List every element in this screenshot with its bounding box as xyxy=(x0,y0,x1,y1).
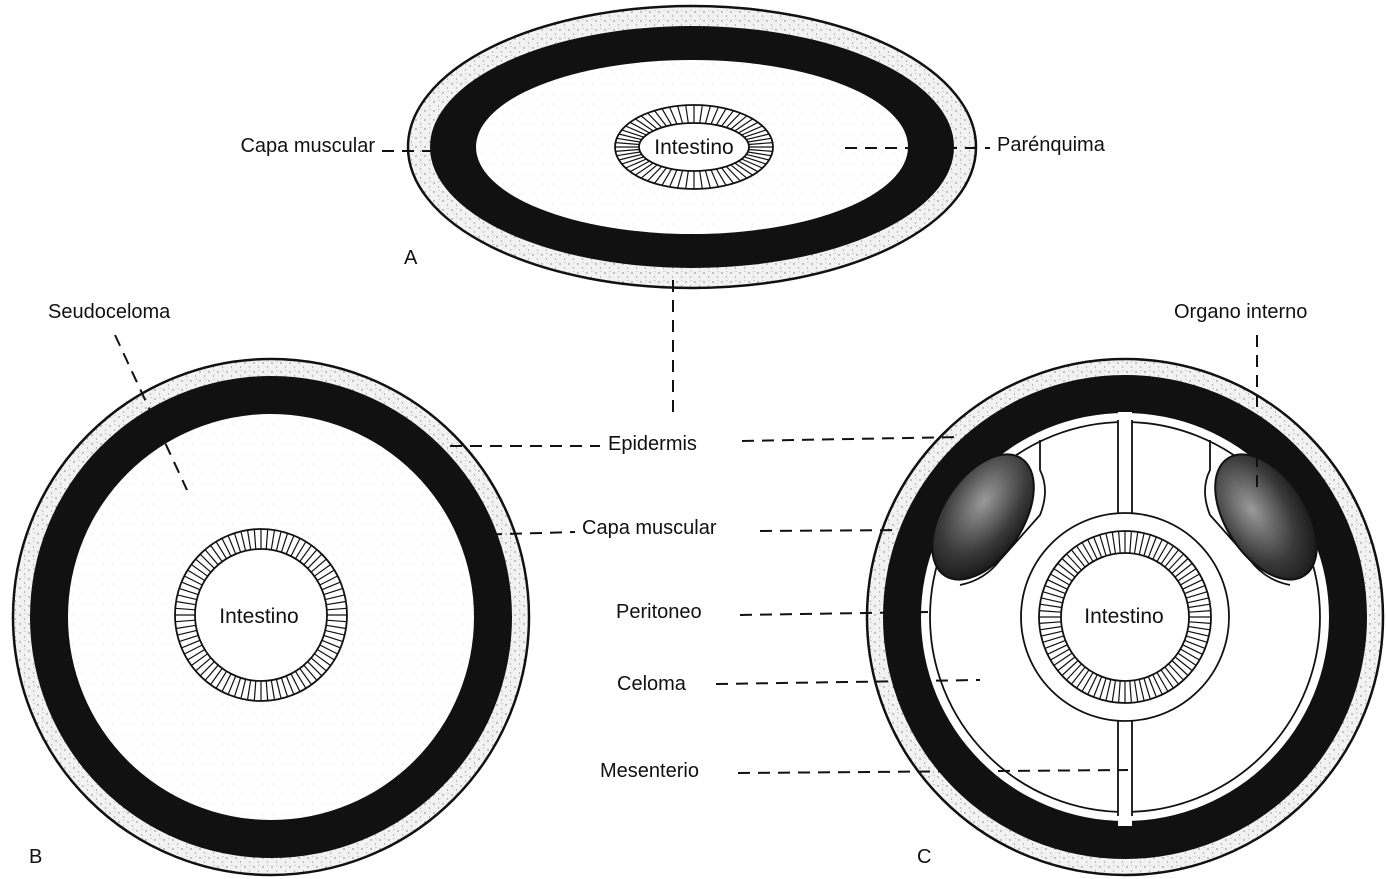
epidermis-right-leader xyxy=(742,437,960,441)
panel-c-letter: C xyxy=(917,846,931,868)
panel-c-internal-organ-label: Organo interno xyxy=(1174,301,1307,323)
epidermis-label: Epidermis xyxy=(608,433,697,455)
panel-a-letter: A xyxy=(404,247,418,269)
panel-a-intestine-label: Intestino xyxy=(654,136,733,159)
peritoneum-label: Peritoneo xyxy=(616,601,702,623)
panel-a-parenchyma-label: Parénquima xyxy=(997,134,1106,156)
muscle-label: Capa muscular xyxy=(582,517,717,539)
panel-b-intestine-label: Intestino xyxy=(219,605,298,628)
panel-c: Intestino Organo interno C xyxy=(867,301,1383,875)
panel-b: Intestino Seudoceloma B xyxy=(13,301,529,875)
panel-b-pseudocoelom-label: Seudoceloma xyxy=(48,301,171,323)
panel-c-intestine-label: Intestino xyxy=(1084,605,1163,628)
coelom-label: Celoma xyxy=(617,673,687,695)
mesentery-label: Mesenterio xyxy=(600,760,699,782)
muscle-right-leader xyxy=(760,530,915,531)
panel-a: Intestino Capa muscular Parénquima A xyxy=(240,6,1105,288)
panel-a-muscle-label: Capa muscular xyxy=(240,135,375,157)
panel-b-letter: B xyxy=(29,846,42,868)
